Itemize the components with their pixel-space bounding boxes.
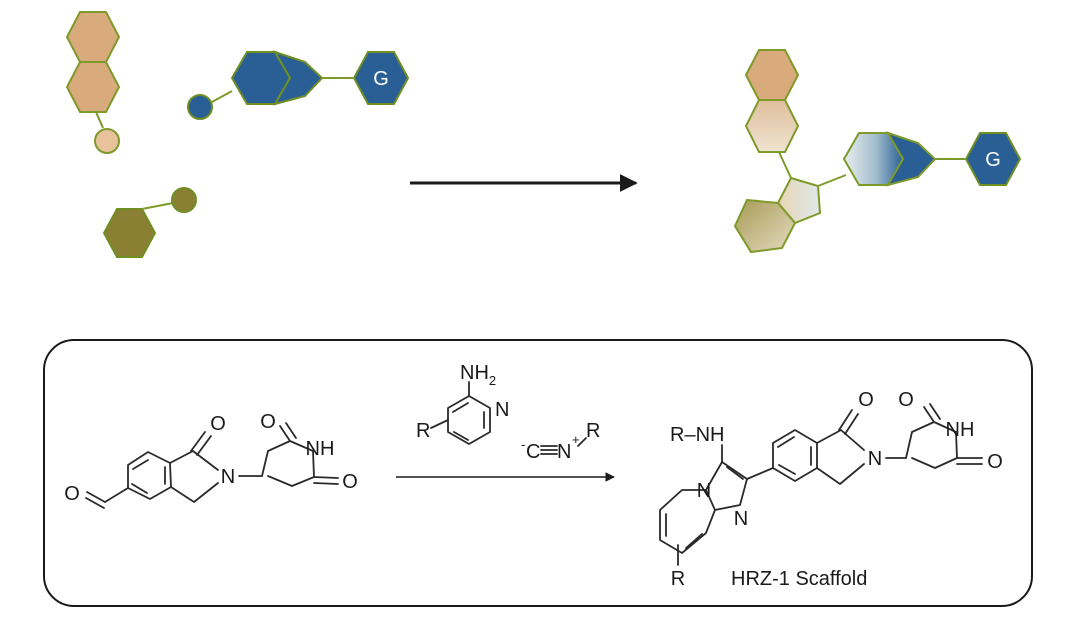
scaffold-caption: HRZ-1 Scaffold <box>731 568 867 590</box>
sm-nitrogen: N <box>221 466 235 488</box>
reagent-isocyanide: - C N + R <box>521 420 600 463</box>
product-pyridine-double-bond <box>685 533 703 549</box>
product-nh: NH <box>946 419 975 441</box>
sm-carbonyl-bond <box>190 431 206 452</box>
sm-aldehyde-bond <box>86 491 106 503</box>
product-tan-hexagon-top <box>744 49 800 101</box>
sm-aldehyde-bond <box>104 487 129 503</box>
r-substituent-bond <box>430 419 449 429</box>
product-tan-hexagon-bottom <box>744 99 800 153</box>
reagent-nh2-subscript: 2 <box>489 373 496 388</box>
sm-carbonyl-bond <box>196 435 212 456</box>
product-central-pentagon <box>776 176 822 225</box>
product-nitrogen-imidazole: N <box>734 508 748 530</box>
product-benzene-double-bond <box>777 436 795 448</box>
product-glutarimide-ring <box>905 421 958 469</box>
reagent-nh2: NH2 <box>460 362 496 388</box>
product-lactam-ch2 <box>816 463 865 485</box>
reaction-scheme-box <box>43 339 1033 607</box>
reagent-nh-text: NH <box>460 362 489 384</box>
sm-lactam-carbonyl-carbon <box>169 450 219 471</box>
sm-lactam-ch2 <box>170 482 219 503</box>
isocyanide-r-bond <box>577 437 587 447</box>
product-nitrogen-lactam: N <box>868 448 882 470</box>
product-oxygen-glut: O <box>898 389 914 411</box>
product-oxygen-top: O <box>858 389 874 411</box>
product-olive-hexagon <box>733 198 797 254</box>
sm-aldehyde-double-bond <box>85 497 105 509</box>
cartoon-product-assembly: G <box>733 49 1022 254</box>
olive-linker <box>141 202 174 210</box>
sm-nh: NH <box>306 438 335 460</box>
sm-glut-carbonyl-bond <box>279 425 291 442</box>
tan-hexagon-bottom <box>65 61 121 113</box>
sm-oxygen-glut: O <box>260 411 276 433</box>
blue-linker <box>211 90 233 103</box>
product-imidazole-double-bond <box>726 466 744 480</box>
product-carbonyl-bond <box>838 409 853 431</box>
reagent-aminopyridine: NH2 N R <box>416 362 509 445</box>
product-tan-linker <box>778 151 792 179</box>
product-structure: R–NH O N O NH O N N R <box>659 389 1003 590</box>
product-blue-linker <box>817 174 847 187</box>
product-lactam-carbonyl-carbon <box>816 429 865 451</box>
blue-reactive-handle <box>187 94 213 120</box>
sm-glut-carbonyl-right <box>313 476 339 479</box>
product-glut-carbonyl-bond <box>923 406 935 423</box>
sm-glutarimide-ring <box>261 440 315 487</box>
product-r-nh: R–NH <box>670 424 724 446</box>
product-benzene-double-bond <box>778 464 796 475</box>
tan-hexagon-top <box>65 11 121 63</box>
product-biaryl-bond <box>746 467 774 480</box>
isocyanide-minus: - <box>521 437 525 452</box>
g-label-right: G <box>985 149 1001 171</box>
blue-pentagon <box>272 50 324 106</box>
sm-glut-carbonyl-bond <box>285 422 297 439</box>
product-blue-pentagon <box>885 131 937 187</box>
sm-oxygen-right: O <box>342 471 358 493</box>
isocyanide-nitrogen: N <box>557 441 571 463</box>
pyridine-double-bond <box>453 431 469 441</box>
cartoon-left-blue-fragment: G <box>187 50 410 120</box>
pyridine-double-bond <box>452 402 469 413</box>
sm-ring-double-bond <box>132 459 149 470</box>
product-glut-carbonyl-bond <box>929 403 941 420</box>
product-oxygen-right: O <box>987 451 1003 473</box>
isocyanide-r: R <box>586 420 600 442</box>
sm-oxygen-aldehyde: O <box>64 483 80 505</box>
product-pyridine-ring <box>659 489 716 554</box>
g-label-left: G <box>373 68 389 90</box>
sm-glut-carbonyl-right <box>313 482 339 485</box>
tan-reactive-handle <box>94 128 120 154</box>
olive-hexagon <box>102 208 157 258</box>
product-r-group: R <box>671 568 685 590</box>
sm-ring-double-bond <box>131 483 148 494</box>
reagent-r-group: R <box>416 420 430 442</box>
product-carbonyl-bond <box>844 413 859 435</box>
sm-oxygen-top: O <box>210 413 226 435</box>
cartoon-left-olive-fragment <box>102 187 197 258</box>
g-hexagon-left <box>352 51 410 105</box>
product-nitrogen-bridgehead: N <box>697 480 711 502</box>
reagent-pyridine-nitrogen: N <box>495 399 509 421</box>
olive-reactive-handle <box>171 187 197 213</box>
g-hexagon-right <box>964 132 1022 186</box>
starting-material-structure: O N O NH O O <box>64 411 358 509</box>
cartoon-left-tan-fragment <box>65 11 121 154</box>
isocyanide-carbon: C <box>526 441 540 463</box>
isocyanide-plus: + <box>572 432 580 447</box>
tan-linker <box>95 111 104 129</box>
